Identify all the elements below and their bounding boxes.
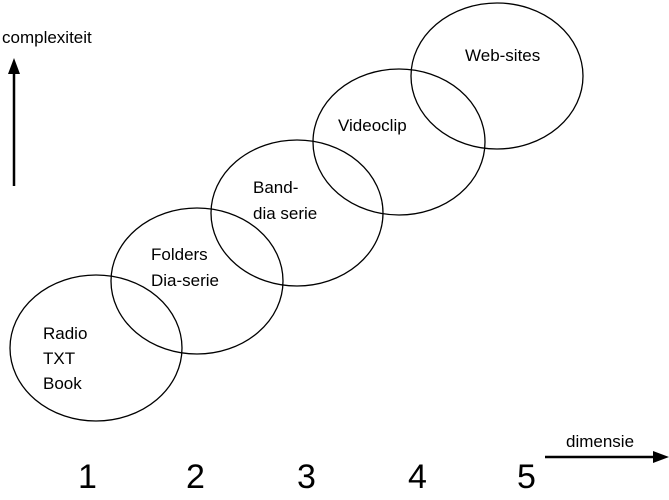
y-axis-arrow-head — [8, 58, 20, 74]
stage-label-3: Band- dia serie — [253, 178, 317, 223]
level-label-5: 5 — [517, 458, 536, 496]
level-label-3: 3 — [297, 458, 316, 496]
y-axis-label: complexiteit — [2, 28, 92, 47]
stage-label-1: Radio TXT Book — [43, 324, 92, 393]
stage-label-5: Web-sites — [465, 46, 540, 65]
stage-ellipse-4 — [312, 68, 486, 216]
stage-ellipse-3 — [210, 139, 384, 287]
stage-label-4: Videoclip — [338, 116, 407, 135]
x-axis-label: dimensie — [566, 432, 634, 451]
stage-label-2: Folders Dia-serie — [151, 245, 219, 290]
x-axis-arrow-head — [653, 451, 669, 463]
level-label-2: 2 — [186, 458, 205, 496]
level-label-1: 1 — [78, 458, 97, 496]
stage-ellipse-5 — [410, 2, 584, 150]
level-label-4: 4 — [408, 458, 427, 496]
stage-ellipse-1 — [9, 274, 183, 422]
stage-ellipse-2 — [110, 207, 284, 355]
